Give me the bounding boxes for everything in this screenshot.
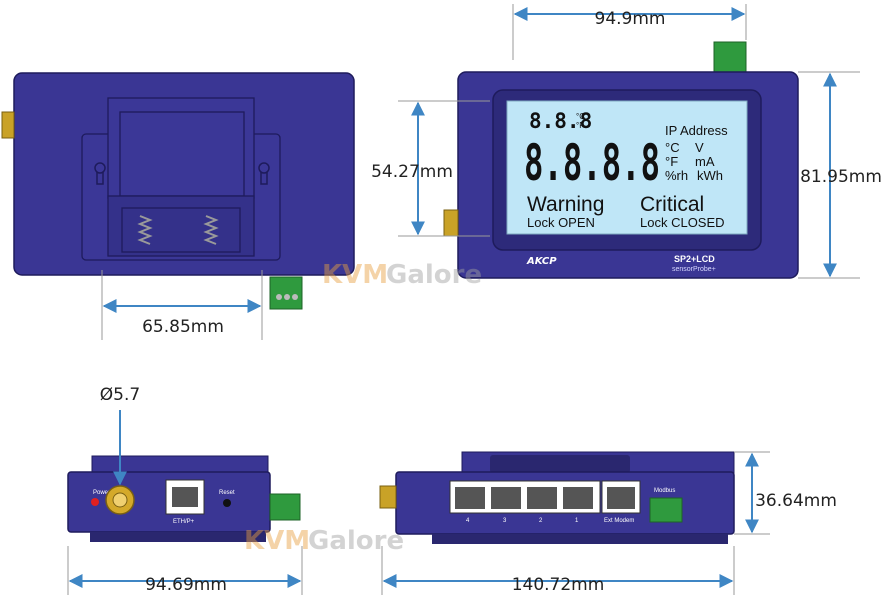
keyhole-icon <box>94 162 270 185</box>
lcd-front-view: 8.8.8 °C °F 8.8.8.8 IP Address °C V °F m… <box>443 41 799 279</box>
lcd-ip-address: IP Address <box>665 123 728 138</box>
ext-modem-port-icon <box>607 487 635 509</box>
terminal-block-icon <box>269 276 303 310</box>
lcd-unit-ma: mA <box>695 154 715 169</box>
lcd-unit-f: °F <box>665 154 678 169</box>
ethernet-port-icon <box>563 487 593 509</box>
dimension-bracket-width: 65.85mm <box>142 317 224 337</box>
terminal-block-icon <box>713 41 747 73</box>
port-label-2: 2 <box>539 518 543 524</box>
reset-button-icon <box>223 499 231 507</box>
lcd-small-digits: 8.8.8 <box>529 109 592 133</box>
dimension-side-height: 36.64mm <box>755 491 837 511</box>
model-label: SP2+LCD <box>674 254 715 264</box>
rear-view-device <box>1 72 355 310</box>
spring-icon <box>137 215 219 245</box>
antenna-connector-icon <box>379 485 397 509</box>
lcd-big-digits: 8.8.8.8 <box>524 134 660 192</box>
lcd-unit-c: °C <box>665 140 680 155</box>
watermark-galore: Galore <box>308 526 404 556</box>
brand-logo: AKCP <box>526 256 557 267</box>
port-label-3: 3 <box>503 518 507 524</box>
back-panel-view: 4 3 2 1 Ext Modem Modbus <box>379 451 735 544</box>
port-label-4: 4 <box>466 518 470 524</box>
lcd-unit-rh: %rh <box>665 168 688 183</box>
watermark-kvm: KVM <box>322 260 388 290</box>
eth-label: ETH/P+ <box>173 519 195 525</box>
lcd-unit-kwh: kWh <box>697 168 723 183</box>
watermark: KVM Galore <box>244 526 404 556</box>
lcd-unit-v: V <box>695 140 704 155</box>
antenna-connector-icon <box>443 209 459 237</box>
front-panel-view: Power ETH/P+ Reset <box>67 455 301 542</box>
ext-modem-label: Ext Modem <box>604 518 634 524</box>
antenna-connector-icon <box>1 111 15 139</box>
mounting-bracket <box>81 97 281 261</box>
lcd-screen <box>506 100 748 235</box>
lcd-small-unit-c: °C <box>576 112 585 121</box>
terminal-block-icon <box>269 493 301 521</box>
lcd-small-unit-f: °F <box>576 121 584 130</box>
reset-label: Reset <box>219 490 235 496</box>
dimension-lcd-height: 54.27mm <box>371 162 453 182</box>
ethernet-ports: 4 3 2 1 <box>449 480 601 524</box>
dimension-top-width: 94.9mm <box>595 9 666 29</box>
lcd-warning: Warning <box>527 193 604 216</box>
lcd-lock-open: Lock OPEN <box>527 215 595 230</box>
modbus-terminal-icon <box>649 497 683 523</box>
ethernet-port-icon <box>172 487 198 507</box>
watermark-kvm: KVM <box>244 526 310 556</box>
modbus-label: Modbus <box>654 488 675 494</box>
product-label: sensorProbe+ <box>672 266 716 273</box>
watermark: KVM Galore <box>322 260 482 290</box>
lcd-critical: Critical <box>640 193 704 216</box>
dimension-back-width: 140.72mm <box>512 575 605 595</box>
power-led-icon <box>91 498 99 506</box>
dimension-antenna-diameter: Ø5.7 <box>100 385 140 405</box>
power-label: Power <box>93 490 110 496</box>
ethernet-port-icon <box>455 487 485 509</box>
port-label-1: 1 <box>575 518 579 524</box>
dimension-right-height: 81.95mm <box>800 167 882 187</box>
watermark-galore: Galore <box>386 260 482 290</box>
ethernet-port-icon <box>491 487 521 509</box>
lcd-lock-closed: Lock CLOSED <box>640 215 725 230</box>
dimension-front-width: 94.69mm <box>145 575 227 595</box>
ethernet-port-icon <box>527 487 557 509</box>
